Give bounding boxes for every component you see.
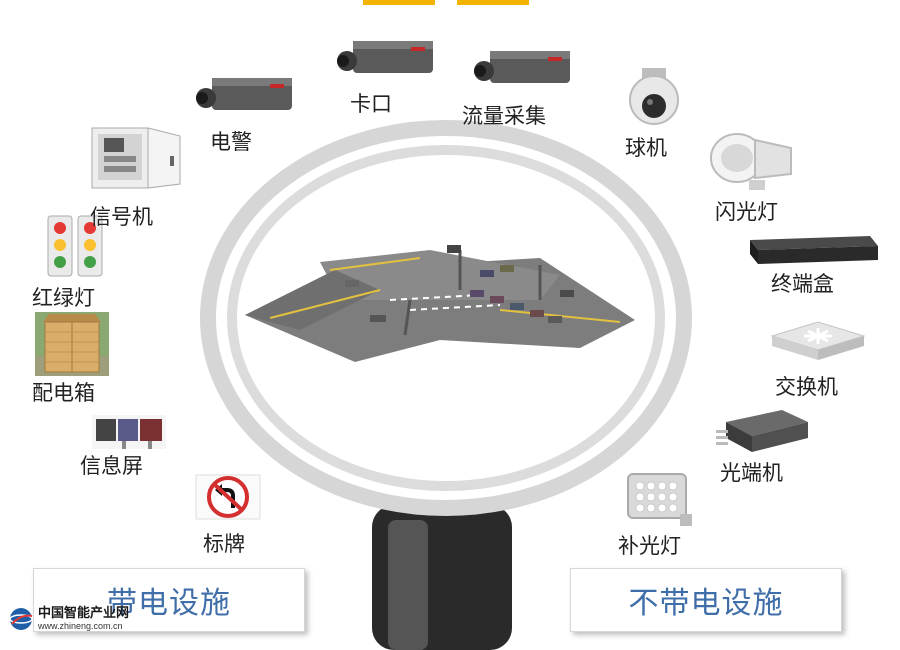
watermark-name: 中国智能产业网 xyxy=(38,605,130,621)
info-screen-icon xyxy=(92,415,166,449)
flash-light-icon xyxy=(710,133,792,190)
label-flash-light: 闪光灯 xyxy=(715,200,778,224)
label-optical-terminal: 光端机 xyxy=(720,461,783,485)
label-traffic-flow: 流量采集 xyxy=(462,104,546,128)
signal-cabinet-icon xyxy=(91,127,181,189)
watermark-url: www.zhineng.com.cn xyxy=(38,620,123,631)
camera-icon xyxy=(474,51,570,83)
intersection-scene xyxy=(245,245,635,362)
top-accent-bar-right xyxy=(457,0,529,5)
label-fill-light: 补光灯 xyxy=(618,534,681,558)
camera-icon xyxy=(337,41,433,73)
label-e-police: 电警 xyxy=(210,130,252,154)
camera-icon xyxy=(196,78,292,110)
unpowered-facilities-panel: 不带电设施 xyxy=(570,568,842,632)
watermark: 中国智能产业网 www.zhineng.com.cn xyxy=(8,606,129,632)
label-signal-machine: 信号机 xyxy=(90,205,153,229)
unpowered-facilities-title: 不带电设施 xyxy=(628,586,784,621)
globe-logo-icon xyxy=(9,608,33,630)
label-switch: 交换机 xyxy=(775,375,838,399)
traffic-light-icon xyxy=(47,215,103,277)
network-switch-icon xyxy=(770,321,866,360)
label-distribution-box: 配电箱 xyxy=(32,381,95,405)
distribution-box-icon xyxy=(35,312,109,376)
powered-facilities-title: 带电设施 xyxy=(107,586,231,621)
label-sign: 标牌 xyxy=(203,532,245,556)
label-traffic-light: 红绿灯 xyxy=(32,286,95,310)
terminal-box-icon xyxy=(750,236,878,264)
no-left-turn-sign-icon xyxy=(195,474,261,520)
label-info-screen: 信息屏 xyxy=(80,454,143,478)
label-checkpoint: 卡口 xyxy=(350,92,392,116)
label-terminal-box: 终端盒 xyxy=(771,272,834,296)
fill-light-icon xyxy=(627,473,692,526)
optical-terminal-icon xyxy=(716,410,808,452)
powered-facilities-panel: 带电设施 xyxy=(33,568,305,632)
dome-camera-icon xyxy=(629,68,679,125)
top-accent-bar-left xyxy=(363,0,435,5)
label-dome-camera: 球机 xyxy=(625,136,667,160)
